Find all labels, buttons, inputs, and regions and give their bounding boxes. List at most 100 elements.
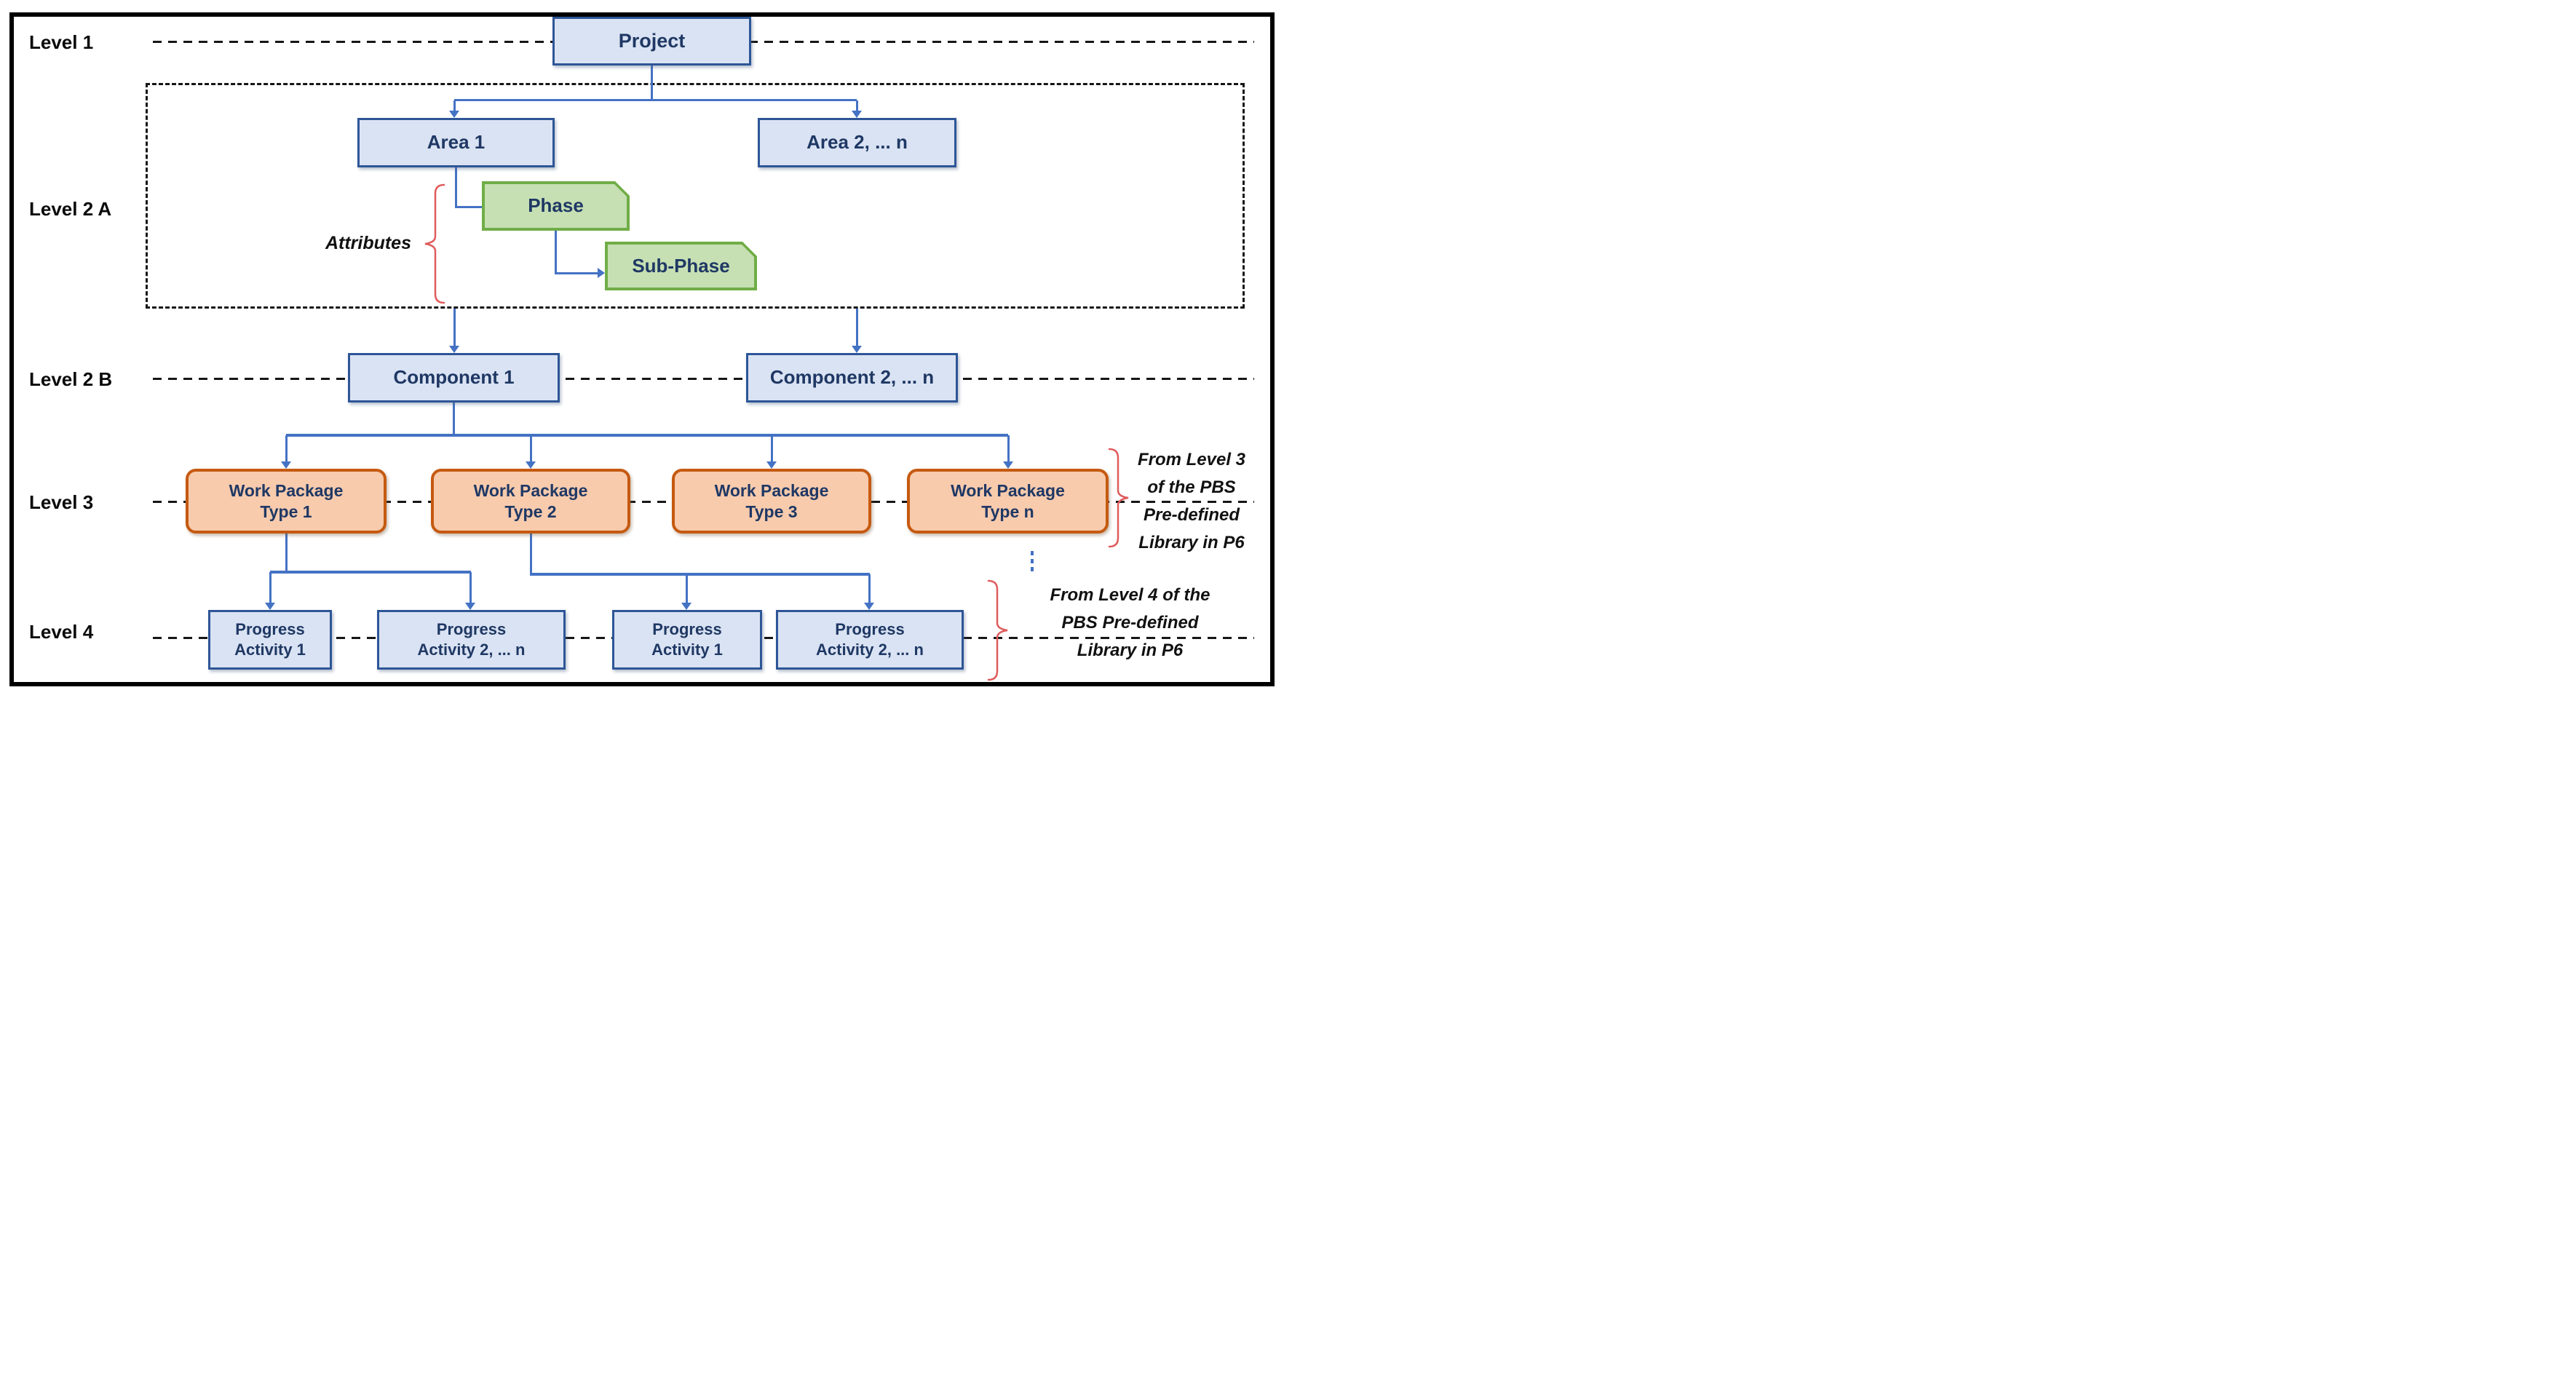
node-pa1b-line1: Progress xyxy=(652,620,722,638)
level3-note-line4: Library in P6 xyxy=(1138,533,1245,552)
connector-pa1a-drop xyxy=(269,572,272,603)
node-wpn: Work Package Type n xyxy=(907,469,1109,534)
node-pa2a-line1: Progress xyxy=(436,620,507,638)
ellipsis-dot xyxy=(1031,551,1034,555)
node-phase-label: Phase xyxy=(528,194,584,217)
level4-note-line3: Library in P6 xyxy=(1077,641,1184,660)
node-component1-label: Component 1 xyxy=(393,366,515,389)
node-pa1b-line2: Activity 1 xyxy=(651,641,723,659)
arrow-down-wp3-icon xyxy=(766,461,777,469)
node-pa1a: Progress Activity 1 xyxy=(208,610,332,670)
connector-pa2a-drop xyxy=(469,572,472,603)
node-wp1-line1: Work Package xyxy=(229,480,344,500)
level4-note-line1: From Level 4 of the xyxy=(1050,585,1210,605)
connector-wp-splitter xyxy=(286,434,1008,437)
level3-note-line1: From Level 3 xyxy=(1137,450,1246,469)
arrow-down-pa1b-icon xyxy=(681,603,691,610)
node-area2: Area 2, ... n xyxy=(758,118,956,167)
node-pa1b: Progress Activity 1 xyxy=(612,610,762,670)
connector-wp2-down xyxy=(530,534,532,576)
node-pa2b-line1: Progress xyxy=(835,620,905,638)
node-area2-label: Area 2, ... n xyxy=(807,131,908,154)
connector-wp1-drop xyxy=(285,435,288,462)
connector-pa2b-drop xyxy=(868,574,871,603)
attributes-label: Attributes xyxy=(325,233,411,253)
node-wp3-line1: Work Package xyxy=(714,480,829,500)
diagram-canvas: Level 1 Level 2 A Level 2 B Level 3 Leve… xyxy=(0,0,1288,694)
connector-component1-feed xyxy=(453,309,456,346)
connector-wp3-drop xyxy=(771,435,773,462)
connector-pa-splitter-a xyxy=(270,571,471,574)
arrow-down-pa2a-icon xyxy=(465,603,475,610)
level4-note-line2: PBS Pre-defined xyxy=(1061,613,1199,632)
connector-phase-subphase-h xyxy=(555,272,598,274)
connector-area2-drop xyxy=(856,100,858,111)
node-wp2-line2: Type 2 xyxy=(504,501,557,521)
attributes-brace-icon xyxy=(424,183,445,304)
level4-label: Level 4 xyxy=(29,621,94,643)
node-wp1-line2: Type 1 xyxy=(260,501,312,521)
arrow-down-component2-icon xyxy=(852,346,862,353)
arrow-down-wp1-icon xyxy=(281,461,291,469)
node-subphase-label: Sub-Phase xyxy=(632,254,730,277)
arrow-down-area1-icon xyxy=(449,111,459,118)
level3-note-line2: of the PBS xyxy=(1147,477,1236,497)
level3-note-brace-icon xyxy=(1108,448,1129,548)
connector-phase-subphase-v xyxy=(555,231,557,274)
connector-area1-phase-h xyxy=(455,206,484,208)
node-wp3-line2: Type 3 xyxy=(745,501,798,521)
arrow-right-subphase-icon xyxy=(598,268,605,278)
node-component2: Component 2, ... n xyxy=(746,353,958,402)
node-phase: Phase xyxy=(482,181,630,231)
connector-wp2-drop xyxy=(530,435,532,462)
connector-component1-down xyxy=(453,402,455,437)
connector-pa-splitter-b xyxy=(531,573,870,576)
level3-label: Level 3 xyxy=(29,491,94,513)
node-pa2a-line2: Activity 2, ... n xyxy=(417,641,526,659)
node-project: Project xyxy=(552,17,751,66)
level2a-label: Level 2 A xyxy=(29,198,112,220)
connector-wp1-down xyxy=(285,534,288,574)
connector-wpn-drop xyxy=(1007,435,1010,462)
node-pa1a-line1: Progress xyxy=(235,620,305,638)
arrow-down-wpn-icon xyxy=(1003,461,1013,469)
node-wp2-line1: Work Package xyxy=(473,480,588,500)
node-wp1: Work Package Type 1 xyxy=(186,469,387,534)
level2b-label: Level 2 B xyxy=(29,368,113,390)
arrow-down-component1-icon xyxy=(449,346,459,353)
connector-area-splitter xyxy=(454,99,857,101)
connector-area1-drop xyxy=(453,100,456,111)
node-component2-label: Component 2, ... n xyxy=(769,366,935,389)
ellipsis-dot xyxy=(1031,567,1034,571)
level1-label: Level 1 xyxy=(29,31,94,53)
node-subphase-face: Sub-Phase xyxy=(608,245,754,287)
level2b-guide-line xyxy=(153,378,1254,380)
node-wp2: Work Package Type 2 xyxy=(431,469,630,534)
node-pa2b: Progress Activity 2, ... n xyxy=(776,610,964,670)
outer-border xyxy=(9,12,1275,686)
node-wpn-line2: Type n xyxy=(981,501,1034,521)
node-phase-face: Phase xyxy=(485,184,627,228)
connector-area1-phase-v xyxy=(455,167,457,208)
node-component1: Component 1 xyxy=(348,353,560,402)
node-pa2a: Progress Activity 2, ... n xyxy=(377,610,566,670)
node-wpn-line1: Work Package xyxy=(951,480,1065,500)
level2a-dashed-zone xyxy=(146,83,1245,309)
level3-note-line3: Pre-defined xyxy=(1143,505,1240,525)
node-project-label: Project xyxy=(618,30,686,52)
ellipsis-dot xyxy=(1031,559,1034,563)
node-subphase: Sub-Phase xyxy=(605,242,757,290)
connector-component2-feed xyxy=(856,309,858,346)
level3-note: From Level 3 of the PBS Pre-defined Libr… xyxy=(1127,446,1256,557)
level4-note: From Level 4 of the PBS Pre-defined Libr… xyxy=(1004,582,1256,665)
node-pa2b-line2: Activity 2, ... n xyxy=(816,641,924,659)
connector-project-feed xyxy=(651,66,653,100)
node-area1: Area 1 xyxy=(357,118,555,167)
node-pa1a-line2: Activity 1 xyxy=(234,641,306,659)
arrow-down-area2-icon xyxy=(852,111,862,118)
arrow-down-pa1a-icon xyxy=(265,603,275,610)
arrow-down-wp2-icon xyxy=(526,461,536,469)
node-wp3: Work Package Type 3 xyxy=(672,469,871,534)
connector-pa1b-drop xyxy=(686,574,688,603)
arrow-down-pa2b-icon xyxy=(864,603,874,610)
